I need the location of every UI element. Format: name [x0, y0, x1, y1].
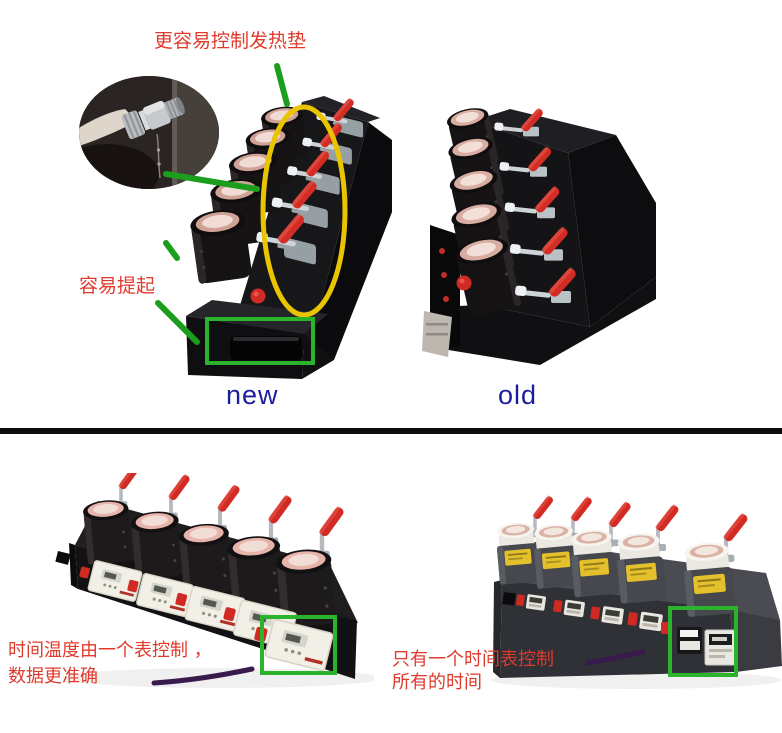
knob — [456, 275, 472, 291]
single-meter-annotation-line1: 时间温度由一个表控制 ， — [8, 640, 212, 661]
single-meter-annotation-line2: 数据更准确 — [8, 666, 98, 687]
mug-press — [614, 531, 667, 604]
power-socket — [502, 592, 516, 606]
old-machine-photo — [418, 95, 663, 375]
mug-press — [494, 521, 541, 585]
old-machine-base — [430, 277, 656, 365]
section-divider — [0, 428, 782, 434]
power-switch — [661, 622, 669, 634]
mug-press — [568, 528, 619, 598]
mug-press — [82, 498, 134, 566]
timer-display — [677, 627, 702, 654]
mug-press — [188, 206, 254, 285]
single-meter-annotation: 时间温度由一个表控制 ， 数据更准确 — [8, 638, 212, 690]
single-timer-annotation-line2: 所有的时间 — [392, 672, 482, 693]
old-machine-side — [568, 135, 656, 327]
temperature-display — [704, 629, 737, 666]
new-machine-label: new — [226, 380, 279, 410]
heat-pad-annotation: 更容易控制发热垫 — [154, 30, 307, 52]
single-timer-annotation-line1: 只有一个时间表控制 — [392, 649, 554, 670]
connector-inset-photo — [79, 76, 219, 189]
metal-plug — [121, 97, 185, 140]
mug-press — [681, 540, 737, 618]
machine-side — [730, 610, 782, 672]
mug-press — [129, 509, 184, 580]
easy-lift-annotation: 容易提起 — [79, 275, 156, 297]
hanging-wire — [156, 133, 161, 179]
connector-photo-graphic — [79, 76, 219, 189]
old-machine-label: old — [498, 380, 538, 410]
single-timer-annotation: 只有一个时间表控制 所有的时间 — [392, 648, 554, 694]
power-socket — [55, 551, 71, 565]
knob — [250, 288, 266, 304]
